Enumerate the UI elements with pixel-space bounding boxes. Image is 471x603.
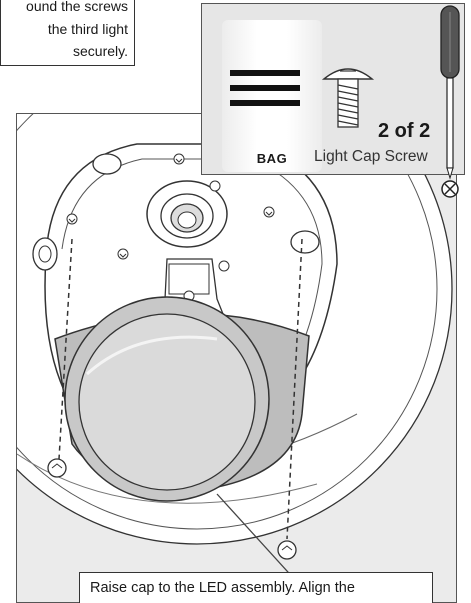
screw-head-icon: [441, 180, 459, 198]
plate-screw: [66, 153, 275, 260]
caption-box: Raise cap to the LED assembly. Align the: [79, 572, 433, 603]
bag-count-label: 2 of 2: [378, 120, 431, 142]
screwdriver-icon: [440, 5, 460, 180]
alignment-guide-lines: [58, 238, 303, 540]
led-cap: [54, 296, 310, 502]
instruction-line-3: securely.: [73, 43, 128, 59]
instruction-line-2: the third light: [47, 21, 128, 37]
bag-icon: BAG: [222, 20, 322, 172]
light-fixture-drawing: [17, 114, 453, 602]
parts-callout-panel: BAG 2 of 2 Light Cap Screw: [201, 3, 465, 198]
instruction-text-box: ound the screws the third light securely…: [0, 0, 135, 66]
bag-stripes: [230, 70, 300, 106]
assembly-illustration: [16, 113, 457, 603]
light-cap-screw: [47, 458, 297, 560]
part-name-label: Light Cap Screw: [314, 148, 428, 165]
screw-icon: [321, 68, 375, 128]
bulb-socket: [146, 180, 230, 272]
caption-text: Raise cap to the LED assembly. Align the: [90, 580, 355, 596]
instruction-line-1: ound the screws: [26, 0, 128, 14]
bag-label: BAG: [256, 151, 288, 166]
